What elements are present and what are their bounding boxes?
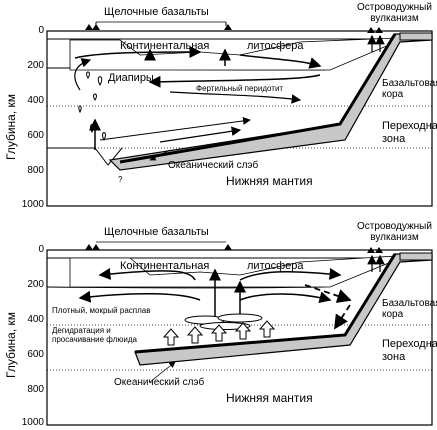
- top-question-mark: ?: [118, 175, 123, 184]
- bottom-oceanic-slab-label: Океанический слэб: [114, 377, 205, 388]
- top-lower-mantle-label: Нижняя мантия: [226, 174, 313, 188]
- bottom-tick-800: 800: [27, 384, 44, 395]
- top-alkaline-basalts-label: Щелочные базальты: [104, 6, 209, 18]
- bottom-tick-400: 400: [27, 314, 44, 325]
- top-oceanic-slab-label: Океанический слэб: [168, 160, 259, 171]
- top-continental-label: Континентальная: [120, 40, 210, 52]
- top-island-arc-label: Островодужный вулканизм: [357, 2, 432, 24]
- top-transition-zone-label: Переходная зона: [382, 120, 437, 145]
- top-fertile-peridotite-label: Фертильный перидотит: [196, 84, 284, 93]
- top-tick-800: 800: [27, 165, 44, 176]
- top-ylabel: Глубина, км: [4, 93, 18, 160]
- top-panel: [46, 21, 433, 207]
- top-tick-0: 0: [38, 25, 44, 36]
- bottom-basaltic-crust-label: Базальтовая кора: [382, 298, 437, 320]
- bottom-tick-600: 600: [27, 349, 44, 360]
- bottom-dehydration-label: Дегидратация и просачивание флюида: [52, 326, 137, 344]
- bottom-lithosphere-label: литосфера: [247, 260, 304, 272]
- top-lithosphere-label: литосфера: [247, 40, 304, 52]
- top-tick-1000: 1000: [21, 199, 44, 210]
- bottom-lower-mantle-label: Нижняя мантия: [226, 391, 313, 405]
- bottom-tick-200: 200: [27, 279, 44, 290]
- top-tick-600: 600: [27, 130, 44, 141]
- bottom-tick-1000: 1000: [21, 417, 44, 428]
- bottom-dense-wet-melt-label: Плотный, мокрый расплав: [52, 306, 151, 315]
- bottom-island-arc-label: Островодужный вулканизм: [357, 221, 432, 243]
- bottom-panel: [46, 241, 433, 426]
- top-tick-200: 200: [27, 60, 44, 71]
- top-basaltic-crust-label: Базальтовая кора: [382, 78, 437, 100]
- top-diapirs-label: Диапиры: [108, 72, 154, 84]
- bottom-alkaline-basalts-label: Щелочные базальты: [104, 226, 209, 238]
- bottom-transition-zone-label: Переходная зона: [382, 338, 437, 363]
- bottom-tick-0: 0: [38, 244, 44, 255]
- top-tick-400: 400: [27, 95, 44, 106]
- bottom-ylabel: Глубина, км: [4, 311, 18, 378]
- bottom-continental-label: Континентальная: [120, 260, 210, 272]
